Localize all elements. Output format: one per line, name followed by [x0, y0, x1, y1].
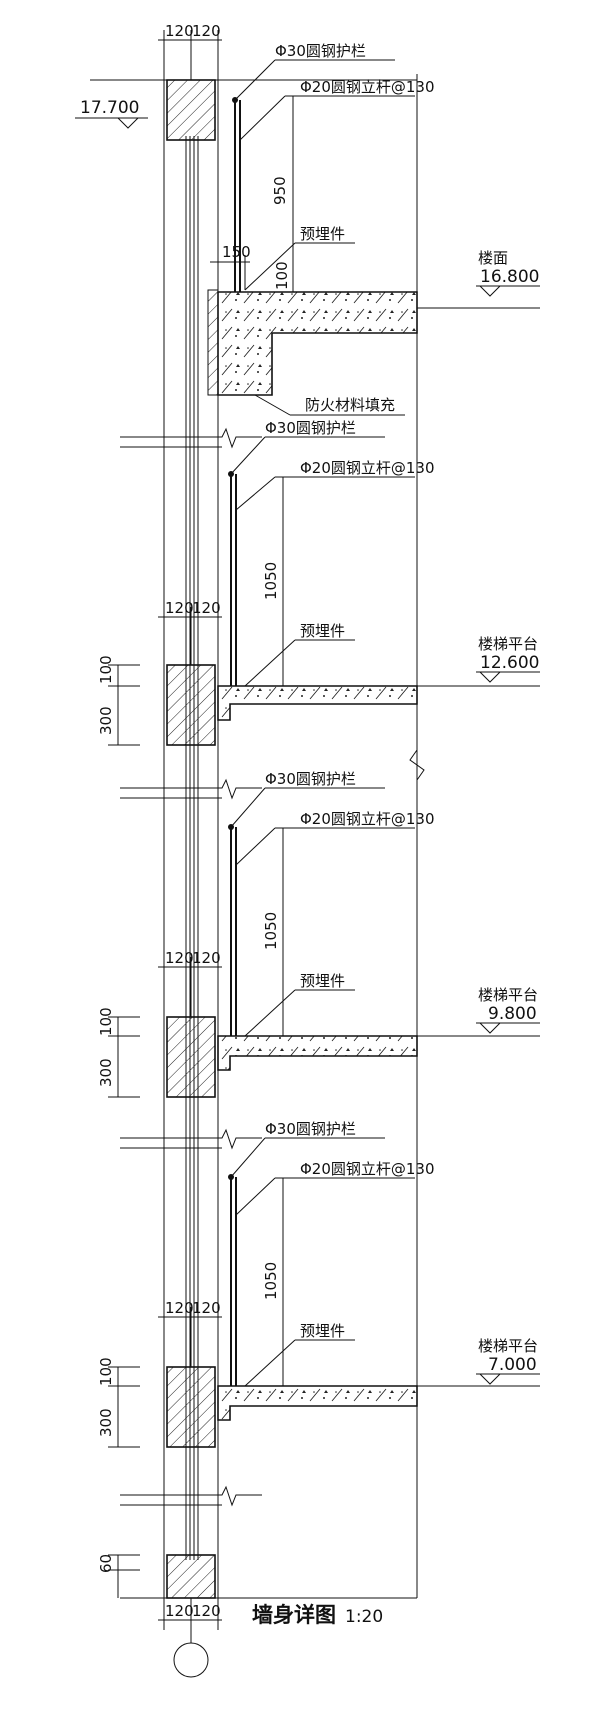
dim-120-3a: 120	[165, 949, 194, 967]
label-embedded-2: 预埋件	[300, 622, 345, 640]
leader-lines	[230, 59, 415, 1387]
platform-slab-12600	[217, 685, 418, 721]
elevation-16800: 16.800	[480, 267, 539, 287]
dim-120-4b: 120	[192, 1299, 221, 1317]
dim-120-5a: 120	[165, 1602, 194, 1620]
elevation-17700: 17.700	[80, 98, 139, 118]
dim-wall-width-2: 120	[192, 22, 221, 40]
wall-block-9800	[166, 1016, 216, 1098]
elevation-label-12600: 楼梯平台	[478, 635, 538, 653]
label-railing-post-4: Φ20圆钢立杆@130	[300, 1160, 435, 1178]
dim-950: 950	[271, 176, 289, 205]
label-embedded-1: 预埋件	[300, 225, 345, 243]
wall-block-bottom	[166, 1554, 216, 1599]
axis-bubble	[173, 1642, 209, 1678]
dim-beam-100-3: 100	[97, 1357, 115, 1386]
dim-120-5b: 120	[192, 1602, 221, 1620]
dim-beam-100-2: 100	[97, 1007, 115, 1036]
dimension-lines	[108, 30, 298, 1643]
label-railing-top-2: Φ30圆钢护栏	[265, 419, 356, 437]
elevation-12600: 12.600	[480, 653, 539, 673]
platform-slab-9800	[217, 1035, 418, 1071]
label-railing-top-4: Φ30圆钢护栏	[265, 1120, 356, 1138]
elevation-label-9800: 楼梯平台	[478, 986, 538, 1004]
label-embedded-4: 预埋件	[300, 1322, 345, 1340]
dim-100-top: 100	[273, 261, 291, 290]
elevation-label-16800: 楼面	[478, 249, 508, 267]
label-railing-post-3: Φ20圆钢立杆@130	[300, 810, 435, 828]
dim-bottom-60: 60	[97, 1554, 115, 1573]
label-railing-top-1: Φ30圆钢护栏	[275, 42, 366, 60]
dim-beam-300-3: 300	[97, 1408, 115, 1437]
label-fireproof-fill: 防火材料填充	[305, 396, 395, 414]
floor-slab-16800	[207, 289, 418, 396]
dim-wall-width-1: 120	[165, 22, 194, 40]
drawing-title: 墙身详图	[252, 1603, 336, 1627]
elevation-7000: 7.000	[488, 1355, 537, 1375]
label-railing-post-2: Φ20圆钢立杆@130	[300, 459, 435, 477]
wall-block-12600	[166, 664, 216, 746]
elevation-label-7000: 楼梯平台	[478, 1337, 538, 1355]
wall-block-7000	[166, 1366, 216, 1448]
dim-120-2b: 120	[192, 599, 221, 617]
dim-beam-300-1: 300	[97, 706, 115, 735]
dim-120-4a: 120	[165, 1299, 194, 1317]
dim-120-2a: 120	[165, 599, 194, 617]
label-embedded-3: 预埋件	[300, 972, 345, 990]
dim-1050-2: 1050	[262, 912, 280, 950]
drawing-scale: 1:20	[345, 1607, 383, 1627]
break-lines	[120, 427, 425, 1507]
wall-block-top	[166, 79, 216, 141]
platform-slab-7000	[217, 1385, 418, 1421]
dim-150: 150	[222, 243, 251, 261]
label-railing-post-1: Φ20圆钢立杆@130	[300, 78, 435, 96]
dim-1050-1: 1050	[262, 562, 280, 600]
label-railing-top-3: Φ30圆钢护栏	[265, 770, 356, 788]
dim-beam-300-2: 300	[97, 1058, 115, 1087]
elevation-markers	[75, 117, 540, 1387]
dim-1050-3: 1050	[262, 1262, 280, 1300]
elevation-9800: 9.800	[488, 1004, 537, 1024]
dim-beam-100-1: 100	[97, 655, 115, 684]
dim-120-3b: 120	[192, 949, 221, 967]
railings	[228, 97, 241, 1386]
